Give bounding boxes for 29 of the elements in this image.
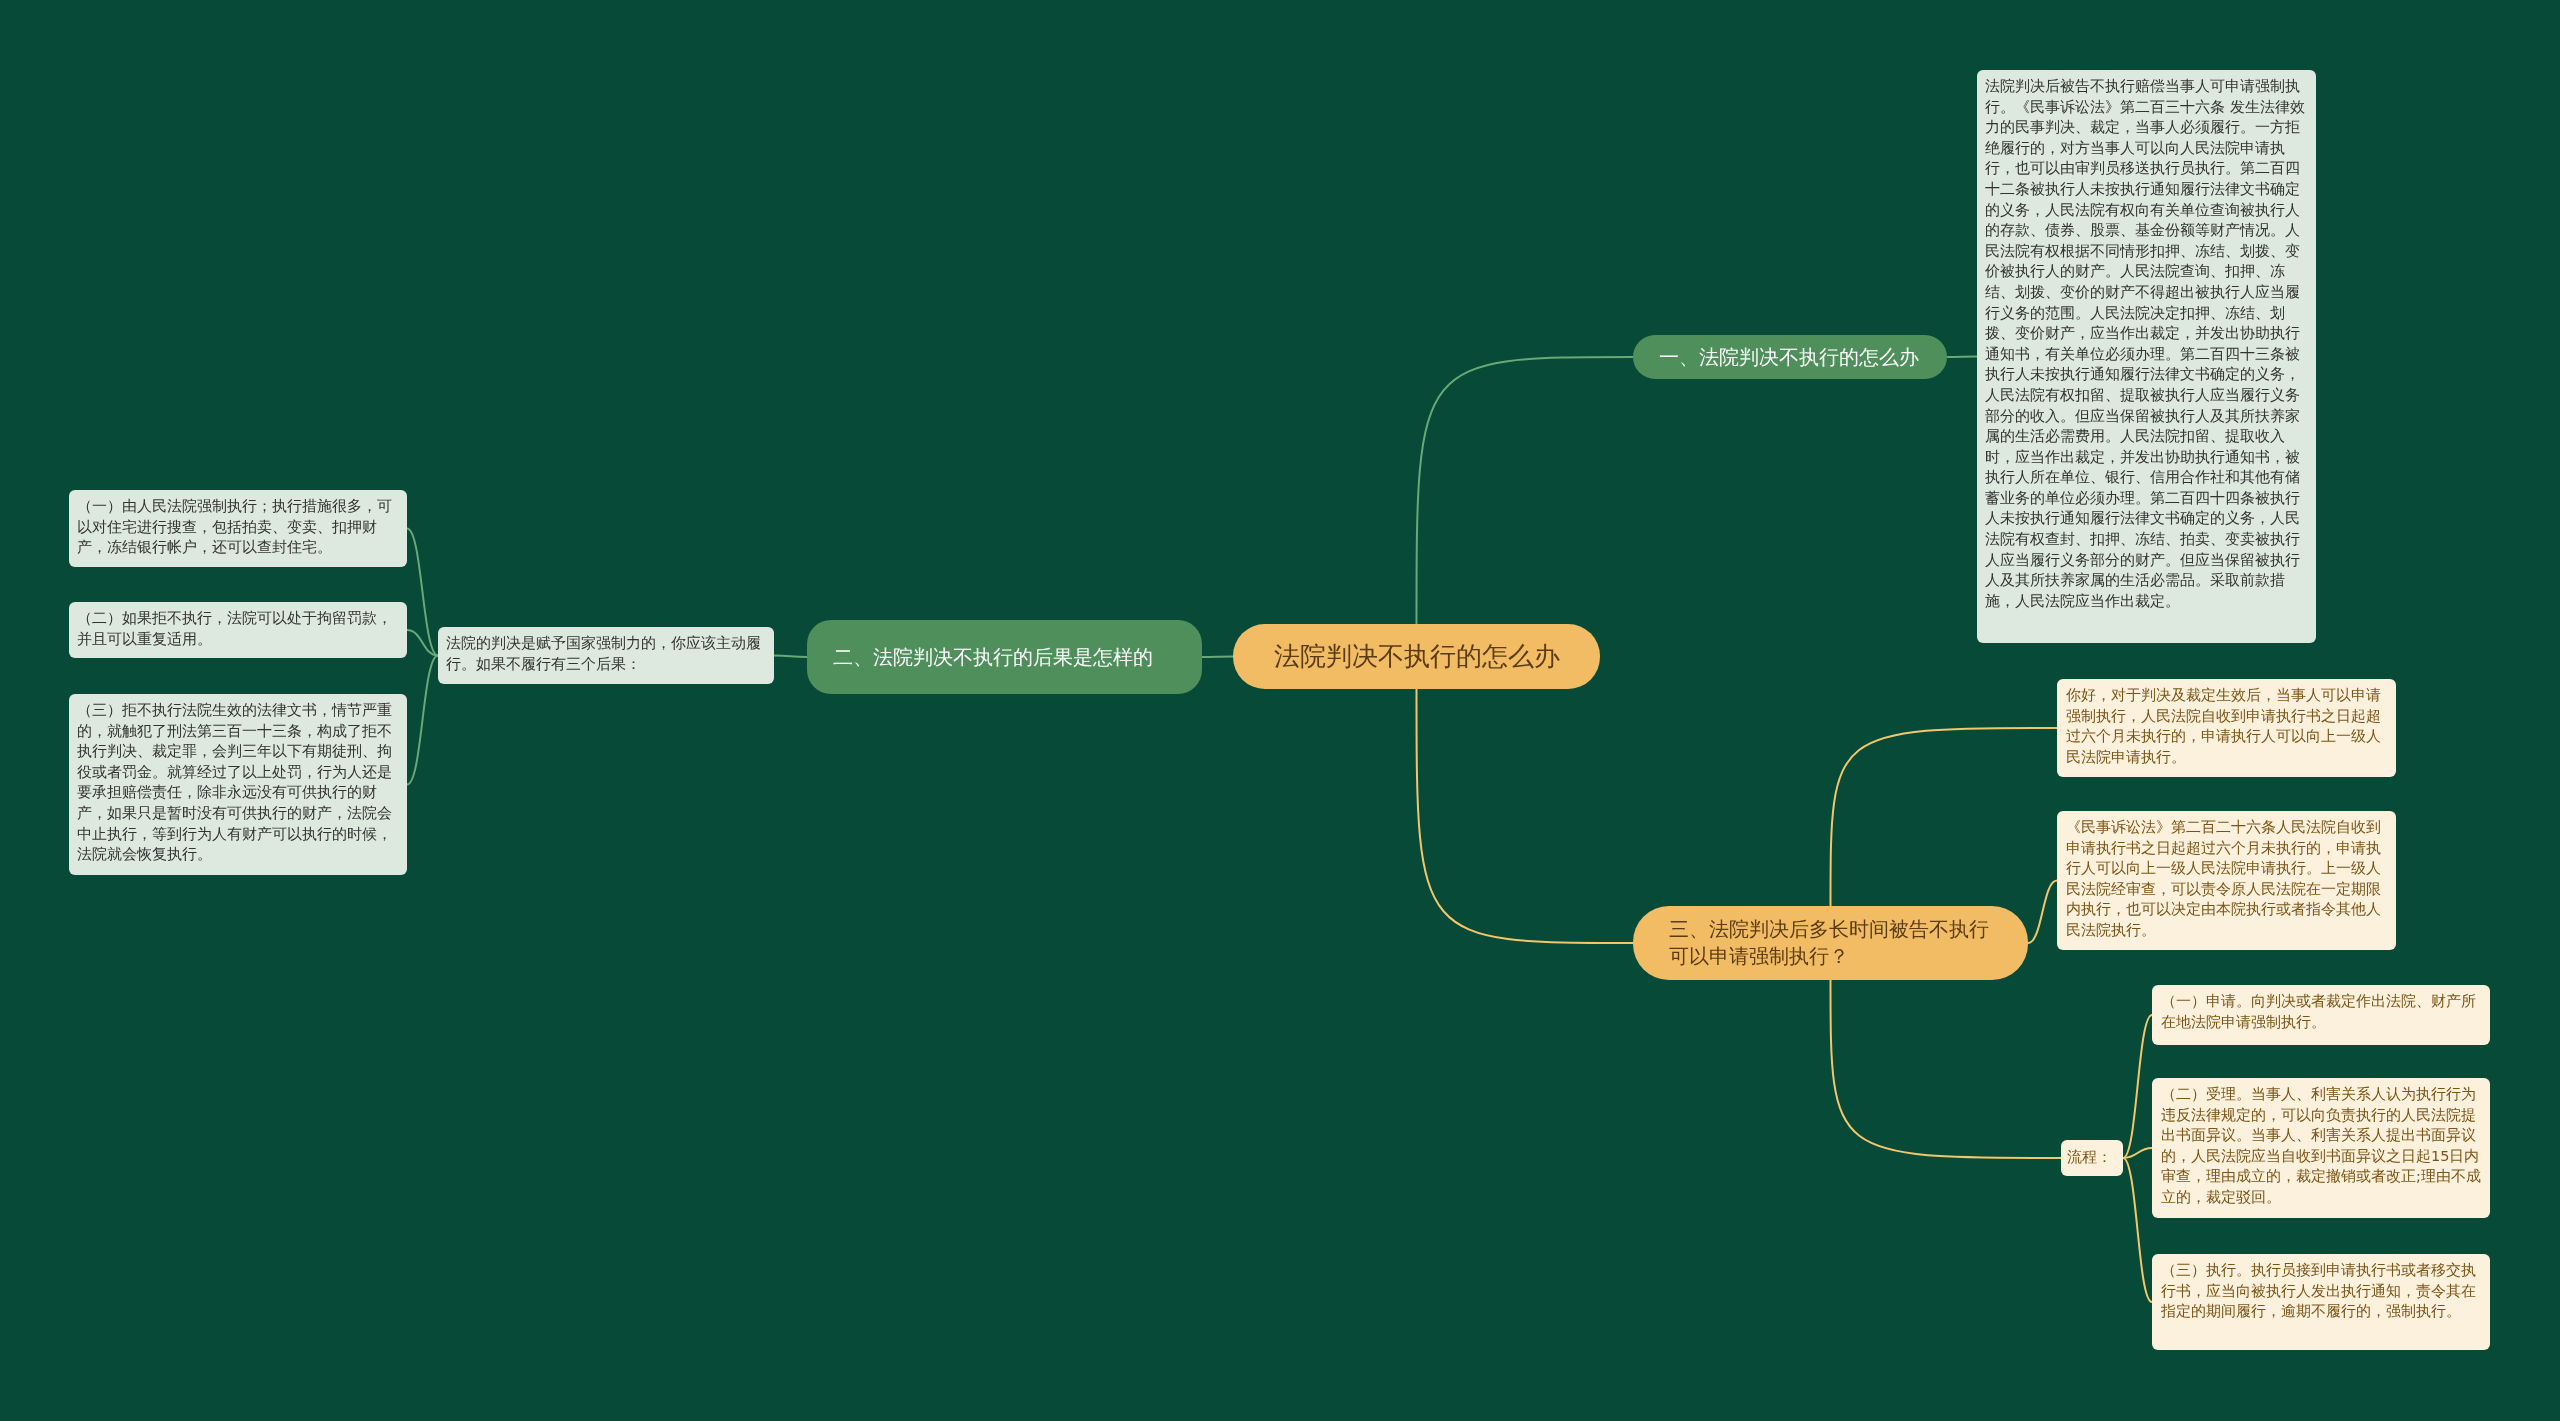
text-card: （二）受理。当事人、利害关系人认为执行行为违反法律规定的，可以向负责执行的人民法院提出书面异议。当事人、利害关系人提出书面异议的，人民法院应当自收到书面异议之日起15日内审查，理由成立的，裁定撤销或者改正;理由不成立的，裁定驳回。 xyxy=(2152,1078,2490,1218)
text-card: （一）申请。向判决或者裁定作出法院、财产所在地法院申请强制执行。 xyxy=(2152,985,2490,1045)
text-card: 流程： xyxy=(2061,1140,2123,1176)
connector-line xyxy=(406,654,439,786)
central-topic: 法院判决不执行的怎么办 xyxy=(1233,624,1600,689)
text-card: 你好，对于判决及裁定生效后，当事人可以申请强制执行，人民法院自收到申请执行书之日起超过六个月未执行的，申请执行人可以向上一级人民法院申请执行。 xyxy=(2057,679,2396,777)
connector-line xyxy=(773,654,808,658)
connector-line xyxy=(406,629,439,657)
connector-line xyxy=(1415,688,1634,944)
text-card: （三）执行。执行员接到申请执行书或者移交执行书，应当向被执行人发出执行通知，责令其在指定的期间履行，逾期不履行的，强制执行。 xyxy=(2152,1254,2490,1350)
connector-line xyxy=(406,527,439,657)
connector-line xyxy=(1829,727,2058,907)
text-card: 法院的判决是赋予国家强制力的，你应该主动履行。如果不履行有三个后果： xyxy=(438,627,774,684)
text-card: （二）如果拒不执行，法院可以处于拘留罚款，并且可以重复适用。 xyxy=(69,602,407,658)
topic-pill: 二、法院判决不执行的后果是怎样的 xyxy=(807,620,1202,694)
topic-pill: 一、法院判决不执行的怎么办 xyxy=(1633,335,1947,379)
topic-pill: 三、法院判决后多长时间被告不执行可以申请强制执行？ xyxy=(1633,906,2028,980)
connector-line xyxy=(2122,1157,2153,1303)
connector-line xyxy=(1946,355,1978,358)
connector-line xyxy=(1829,979,2062,1159)
connector-line xyxy=(2027,879,2058,944)
text-card: （三）拒不执行法院生效的法律文书，情节严重的，就触犯了刑法第三百一十三条，构成了拒不执行判决、裁定罪，会判三年以下有期徒刑、拘役或者罚金。就算经过了以上处罚，行为人还是要承担赔偿责任，除非永远没有可供执行的财产，如果只是暂时没有可供执行的财产，法院会中止执行，等到行为人有财产可以执行的时候，法院就会恢复执行。 xyxy=(69,694,407,875)
text-card: 法院判决后被告不执行赔偿当事人可申请强制执行。《民事诉讼法》第二百三十六条 发生法律效力的民事判决、裁定，当事人必须履行。一方拒绝履行的，对方当事人可以向人民法院申请执行，也可以由审判员移送执行员执行。第二百四十二条被执行人未按执行通知履行法律文书确定的义务，人民法院有权向有关单位查询被执行人的存款、债券、股票、基金份额等财产情况。人民法院有权根据不同情形扣押、冻结、划拨、变价被执行人的财产。人民法院查询、扣押、冻结、划拨、变价的财产不得超出被执行人应当履行义务的范围。人民法院决定扣押、冻结、划拨、变价财产，应当作出裁定，并发出协助执行通知书，有关单位必须办理。第二百四十三条被执行人未按执行通知履行法律文书确定的义务，人民法院有权扣留、提取被执行人应当履行义务部分的收入。但应当保留被执行人及其所扶养家属的生活必需费用。人民法院扣留、提取收入时，应当作出裁定，并发出协助执行通知书，被执行人所在单位、银行、信用合作社和其他有储蓄业务的单位必须办理。第二百四十四条被执行人未按执行通知履行法律文书确定的义务，人民法院有权查封、扣押、冻结、拍卖、变卖被执行人应当履行义务部分的财产。但应当保留被执行人及其所扶养家属的生活必需品。采取前款措施，人民法院应当作出裁定。 xyxy=(1977,70,2316,643)
text-card: （一）由人民法院强制执行；执行措施很多，可以对住宅进行搜查，包括拍卖、变卖、扣押财产，冻结银行帐户，还可以查封住宅。 xyxy=(69,490,407,567)
connector-line xyxy=(2122,1147,2153,1159)
connector-line xyxy=(1201,655,1234,658)
connector-line xyxy=(2122,1014,2153,1159)
connector-line xyxy=(1415,356,1634,625)
text-card: 《民事诉讼法》第二百二十六条人民法院自收到申请执行书之日起超过六个月未执行的，申请执行人可以向上一级人民法院申请执行。上一级人民法院经审查，可以责令原人民法院在一定期限内执行，也可以决定由本院执行或者指令其他人民法院执行。 xyxy=(2057,811,2396,950)
